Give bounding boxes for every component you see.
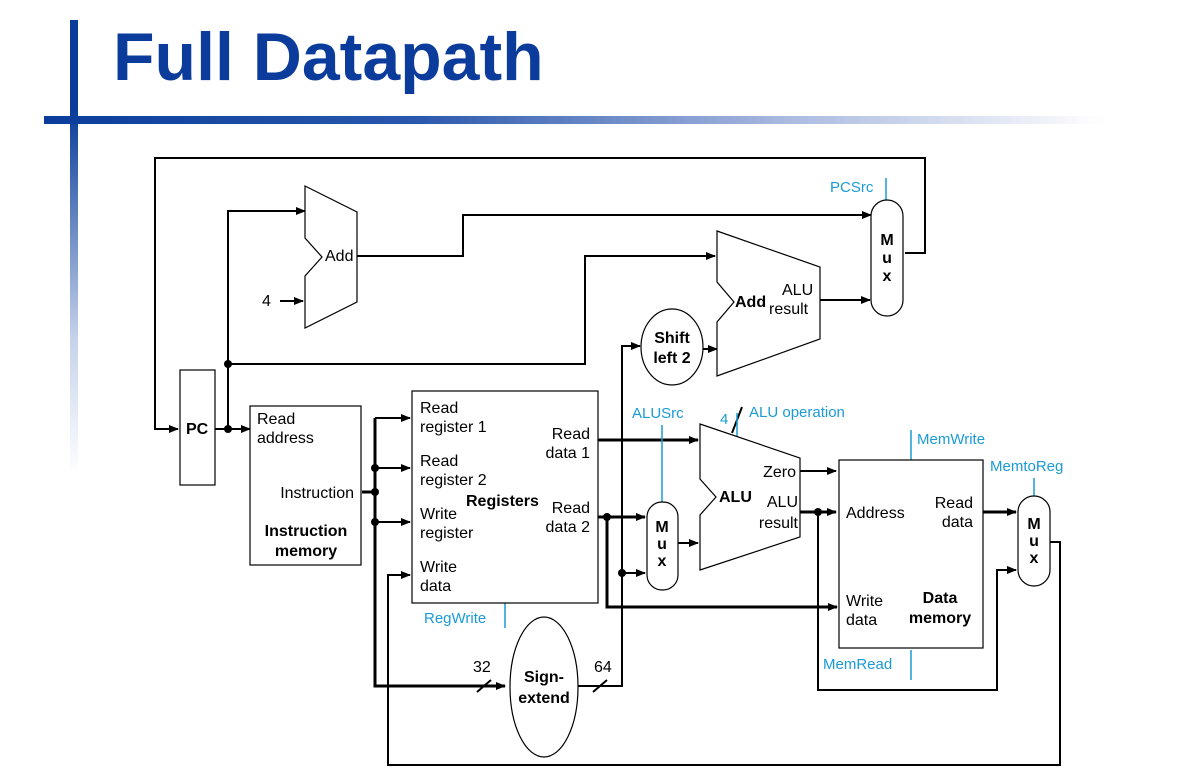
ctrl-memwrite: MemWrite xyxy=(917,431,985,448)
register-file xyxy=(411,390,599,604)
memtoreg-mux-m: M xyxy=(1027,516,1040,533)
rf-write-reg-b: register xyxy=(420,525,474,542)
se-label-bottom: extend xyxy=(518,690,570,707)
dm-address-label: Address xyxy=(846,505,905,522)
title-accent-horizontal xyxy=(44,116,1104,124)
wire-pc-to-add xyxy=(227,207,306,429)
rf-read-reg1-b: register 1 xyxy=(420,419,487,436)
slide-title: Full Datapath xyxy=(113,19,544,95)
dm-read-b: data xyxy=(942,514,973,531)
bus-slash-64 xyxy=(592,679,608,693)
alusrc-mux-u: u xyxy=(657,536,667,553)
wire-pc-feedback xyxy=(154,157,926,433)
pcsrc-mux-x: x xyxy=(883,268,892,285)
dm-name-2: memory xyxy=(909,610,971,627)
alusrc-mux-x: x xyxy=(658,553,667,570)
junction-dots xyxy=(224,360,822,577)
rf-write-reg-a: Write xyxy=(420,506,457,523)
bus-slash-32 xyxy=(476,679,492,693)
ctrl-alu-operation: ALU operation xyxy=(749,404,845,421)
pcsrc-mux-m: M xyxy=(880,232,893,249)
branch-adder-label: Add xyxy=(735,294,766,311)
ctrl-alusrc: ALUSrc xyxy=(632,405,684,422)
im-read-label: Read xyxy=(257,411,295,428)
se-label-top: Sign- xyxy=(524,669,564,686)
bits-64-label: 64 xyxy=(594,659,612,676)
rf-read-data2-a: Read xyxy=(552,500,590,517)
instruction-memory xyxy=(249,405,362,566)
rf-read-reg1-a: Read xyxy=(420,400,458,417)
shift-label-bottom: left 2 xyxy=(653,350,690,367)
ctrl-pcsrc: PCSrc xyxy=(830,179,874,196)
data-memory xyxy=(838,459,984,649)
alusrc-mux-m: M xyxy=(655,519,668,536)
alu-name: ALU xyxy=(719,489,752,506)
im-name-2: memory xyxy=(275,543,337,560)
rf-read-data1-b: data 1 xyxy=(546,445,591,462)
wire-add-to-mux xyxy=(357,211,872,257)
rf-read-data1-a: Read xyxy=(552,426,590,443)
im-name-1: Instruction xyxy=(265,523,348,540)
wire-writeback xyxy=(387,541,1061,766)
wire-rd2-to-dm xyxy=(605,517,838,611)
rf-read-data2-b: data 2 xyxy=(546,519,591,536)
im-address-label: address xyxy=(257,430,314,447)
pc-register xyxy=(179,369,216,486)
wire-alu-bypass xyxy=(817,512,1017,691)
alu-result-a: ALU xyxy=(767,494,798,511)
rf-read-reg2-b: register 2 xyxy=(420,472,487,489)
alu-zero-label: Zero xyxy=(763,464,796,481)
sign-extend xyxy=(509,616,579,758)
branch-adder xyxy=(716,230,821,377)
im-instruction-label: Instruction xyxy=(280,485,354,502)
pc-label: PC xyxy=(186,421,209,438)
pc-adder-label: Add xyxy=(325,248,353,265)
rf-write-data-b: data xyxy=(420,578,451,595)
alu-op-bits: 4 xyxy=(720,411,728,428)
dm-write-b: data xyxy=(846,612,877,629)
title-accent-vertical xyxy=(70,20,78,475)
alusrc-mux xyxy=(646,501,679,591)
alu xyxy=(699,423,801,571)
wire-instruction-bus xyxy=(373,418,506,690)
ctrl-regwrite: RegWrite xyxy=(424,610,486,627)
shift-label-top: Shift xyxy=(654,330,690,347)
rf-name: Registers xyxy=(466,493,539,510)
pc-adder xyxy=(304,185,358,329)
branch-adder-result-bottom: result xyxy=(769,301,809,318)
memtoreg-mux-x: x xyxy=(1030,550,1039,567)
ctrl-memtoreg: MemtoReg xyxy=(990,458,1063,475)
memtoreg-mux xyxy=(1017,495,1051,587)
rf-write-data-a: Write xyxy=(420,559,457,576)
pcsrc-mux xyxy=(870,199,904,317)
dm-name-1: Data xyxy=(923,590,958,607)
alu-result-b: result xyxy=(759,515,799,532)
shift-left-2 xyxy=(640,308,704,386)
branch-adder-result-top: ALU xyxy=(782,282,813,299)
wire-pc-to-branch-add xyxy=(228,252,716,365)
memtoreg-mux-u: u xyxy=(1029,533,1039,550)
bits-32-label: 32 xyxy=(473,659,491,676)
dm-write-a: Write xyxy=(846,593,883,610)
dm-read-a: Read xyxy=(935,495,973,512)
pcsrc-mux-u: u xyxy=(882,250,892,267)
ctrl-memread: MemRead xyxy=(823,656,892,673)
four-input-label: 4 xyxy=(262,293,271,310)
rf-read-reg2-a: Read xyxy=(420,453,458,470)
